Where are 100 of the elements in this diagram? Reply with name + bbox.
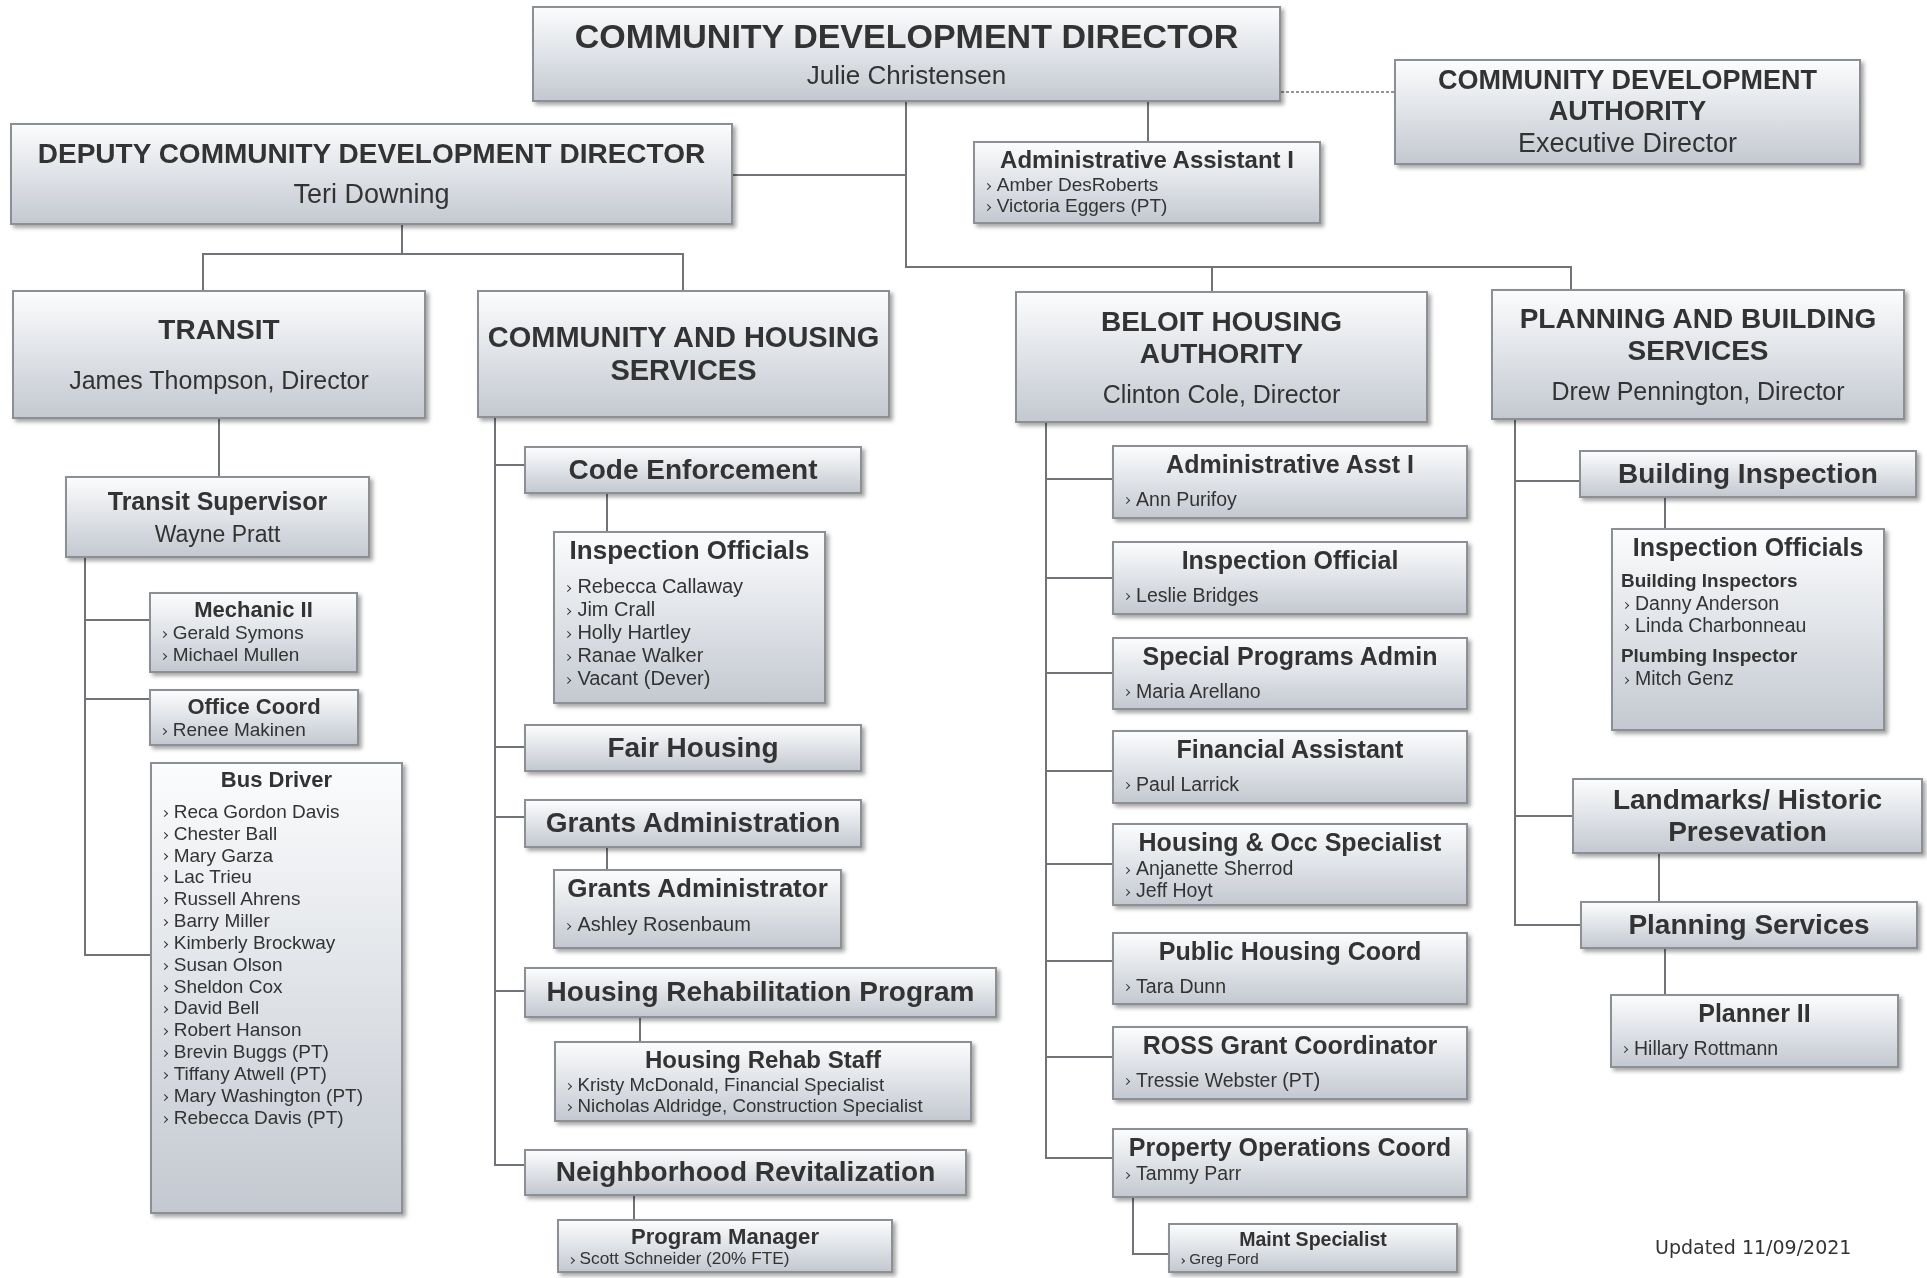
position-title: Landmarks/ Historic Presevation: [1611, 783, 1884, 849]
connector-line: [401, 224, 684, 291]
position-title: Grants Administration: [545, 807, 841, 840]
staff-name: Rebecca Davis (PT): [160, 1106, 393, 1129]
person-name: Drew Pennington, Director: [1551, 376, 1845, 406]
position-title: COMMUNITY DEVELOPMENT AUTHORITY: [1437, 64, 1818, 128]
position-box: [477, 290, 890, 418]
position-title: Program Manager: [630, 1224, 820, 1250]
position-box: [532, 6, 1281, 102]
position-title: Property Operations Coord: [1127, 1133, 1453, 1162]
staff-name: Amber DesRoberts: [983, 173, 1311, 196]
position-box: [1112, 932, 1468, 1005]
staff-name: Vacant (Dever): [563, 666, 816, 690]
staff-name: Ann Purifoy: [1122, 487, 1458, 510]
position-box: [1579, 450, 1917, 498]
position-box: [554, 1041, 972, 1122]
position-box: [1112, 445, 1468, 519]
staff-name: Rebecca Callaway: [563, 574, 816, 598]
staff-name: Mitch Genz: [1621, 667, 1875, 690]
position-box: [10, 123, 733, 225]
staff-name: Tressie Webster (PT): [1122, 1068, 1458, 1091]
staff-name: Nicholas Aldridge, Construction Specialist: [564, 1095, 962, 1117]
position-box: [65, 476, 370, 558]
staff-name: Ranae Walker: [563, 643, 816, 667]
position-box: [1394, 59, 1861, 165]
staff-name: Scott Schneider (20% FTE): [567, 1249, 883, 1270]
position-box: [1112, 637, 1468, 710]
position-box: [12, 290, 426, 419]
role-subheading: Plumbing Inspector: [1621, 645, 1799, 668]
staff-name: Kristy McDonald, Financial Specialist: [564, 1073, 962, 1096]
position-title: Office Coord: [186, 694, 322, 720]
staff-name: Greg Ford: [1178, 1250, 1448, 1269]
staff-name: Anjanette Sherrod: [1122, 856, 1458, 880]
staff-name: Hillary Rottmann: [1620, 1036, 1889, 1059]
position-box: [1112, 541, 1468, 615]
staff-name: Mary Garza: [160, 844, 393, 867]
staff-name: Paul Larrick: [1122, 772, 1458, 795]
staff-name: Victoria Eggers (PT): [983, 195, 1311, 218]
person-name: Julie Christensen: [806, 61, 1007, 92]
connector-line: [1664, 497, 1666, 529]
staff-name: Leslie Bridges: [1122, 583, 1458, 606]
staff-name: Michael Mullen: [159, 644, 348, 666]
position-title: Inspection Officials: [1631, 533, 1865, 562]
position-title: Neighborhood Revitalization: [555, 1156, 936, 1189]
connector-line: [606, 847, 608, 870]
position-title: Code Enforcement: [568, 453, 818, 487]
staff-name: Chester Ball: [160, 822, 393, 845]
role-subheading: Building Inspectors: [1621, 570, 1799, 592]
connector-line: [639, 1017, 641, 1042]
position-title: PLANNING AND BUILDING SERVICES: [1518, 303, 1878, 368]
staff-name: Russell Ahrens: [160, 888, 393, 911]
staff-name: Brevin Buggs (PT): [160, 1041, 393, 1063]
staff-name: Maria Arellano: [1122, 679, 1458, 702]
staff-name: Mary Washington (PT): [160, 1084, 393, 1107]
position-title: Administrative Asst I: [1165, 450, 1415, 479]
position-box: [1015, 291, 1428, 423]
staff-name: Renee Makinen: [159, 719, 349, 742]
position-box: [1112, 1128, 1468, 1198]
staff-name: Tara Dunn: [1122, 974, 1458, 997]
position-title: COMMUNITY DEVELOPMENT DIRECTOR: [574, 16, 1239, 56]
position-title: Bus Driver: [219, 767, 334, 793]
position-box: [150, 762, 403, 1214]
position-title: Financial Assistant: [1175, 735, 1405, 764]
position-title: Grants Administrator: [566, 874, 829, 904]
position-box: [1611, 528, 1885, 731]
staff-name: Tiffany Atwell (PT): [160, 1062, 393, 1085]
staff-name: Lac Trieu: [160, 866, 393, 889]
position-title: TRANSIT: [158, 314, 280, 347]
person-name: Clinton Cole, Director: [1102, 379, 1341, 409]
position-box: [524, 724, 862, 772]
connector-line: [633, 1195, 635, 1220]
position-box: [524, 446, 862, 494]
connector-line: [218, 418, 220, 477]
position-title: Maint Specialist: [1238, 1228, 1388, 1251]
staff-name: Ashley Rosenbaum: [563, 912, 832, 936]
position-box: [973, 141, 1321, 224]
position-title: Housing & Occ Specialist: [1137, 828, 1443, 857]
position-title: Public Housing Coord: [1157, 937, 1423, 966]
position-box: [149, 689, 359, 746]
position-box: [524, 799, 862, 848]
position-box: [1112, 823, 1468, 906]
position-title: Inspection Officials: [568, 536, 811, 566]
position-box: [149, 592, 358, 673]
position-box: [524, 1149, 967, 1196]
staff-name: Robert Hanson: [160, 1019, 393, 1042]
staff-name: Sheldon Cox: [160, 975, 393, 998]
dashed-connector-line: [1280, 91, 1395, 93]
position-title: Fair Housing: [607, 731, 779, 765]
person-name: Executive Director: [1517, 128, 1738, 160]
update-date-note: Updated 11/09/2021: [1655, 1236, 1852, 1258]
connector-line: [1132, 1197, 1169, 1255]
connector-line: [1664, 948, 1666, 995]
position-box: [1572, 778, 1923, 854]
position-title: Housing Rehabilitation Program: [546, 976, 975, 1009]
position-box: [1112, 730, 1468, 804]
staff-name: Reca Gordon Davis: [160, 800, 393, 823]
position-box: [1112, 1026, 1468, 1100]
position-title: Building Inspection: [1618, 457, 1878, 491]
position-title: Planner II: [1697, 999, 1812, 1028]
position-title: Mechanic II: [193, 597, 314, 623]
